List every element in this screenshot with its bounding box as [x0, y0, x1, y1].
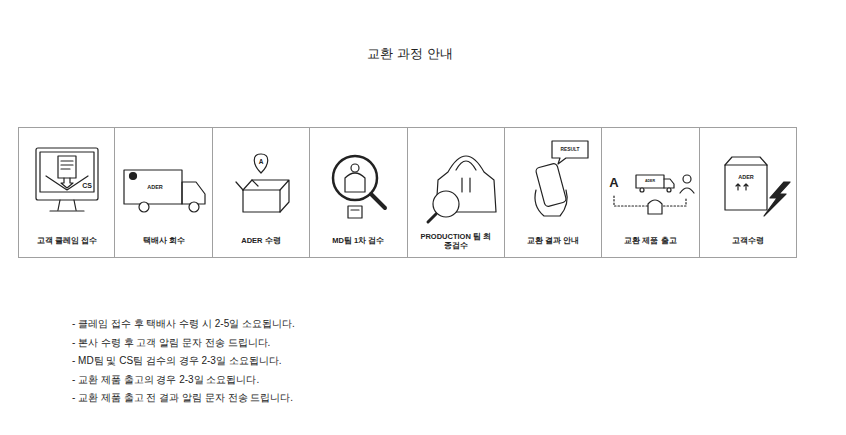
- note-line: - 교환 제품 출고의 경우 2-3일 소요됩니다.: [72, 374, 259, 386]
- note-line: - MD팀 및 CS팀 검수의 경우 2-3일 소요됩니다.: [72, 355, 281, 367]
- note-line: - 교환 제품 출고 전 결과 알림 문자 전송 드립니다.: [72, 392, 293, 404]
- icon-stroke: [371, 194, 385, 208]
- truck-icon: [124, 170, 205, 212]
- icon-stroke: [182, 182, 205, 204]
- step-label: 교환 제품 출고: [604, 236, 696, 245]
- step-label: MD팀 1차 검수: [312, 236, 404, 245]
- process-step-box: 고객 클레임 접수: [18, 127, 115, 258]
- icon-label: RESULT: [561, 147, 580, 153]
- icon-stroke: [36, 148, 98, 200]
- icon-stroke: [40, 152, 94, 192]
- process-step-box: MD팀 1차 검수: [310, 127, 407, 258]
- icon-stroke: [664, 179, 674, 188]
- icon-stroke: [680, 188, 694, 193]
- hoodie-icon: [428, 156, 496, 222]
- icon-stroke: [683, 175, 691, 183]
- step-label: 택배사 회수: [118, 236, 210, 245]
- note-line: - 클레임 접수 후 택배사 수령 시 2-5일 소요됩니다.: [72, 318, 295, 330]
- icon-stroke: [61, 161, 73, 169]
- icon-stroke: [254, 154, 268, 173]
- icon-stroke: [124, 170, 182, 204]
- step-label: 교환 결과 안내: [507, 236, 599, 245]
- icon-label: CS: [82, 182, 92, 190]
- icon-stroke: [58, 156, 76, 178]
- icon-stroke: [462, 178, 470, 192]
- icon-label: ADER: [738, 174, 754, 181]
- icon-stroke: [725, 157, 767, 165]
- process-step-box: 택배사 회수: [115, 127, 212, 258]
- icon-stroke: [640, 188, 644, 192]
- process-step-box: 교환 결과 안내: [505, 127, 602, 258]
- icon-stroke: [725, 165, 767, 210]
- icon-stroke: [50, 200, 84, 211]
- delivered-box-icon: [725, 157, 790, 216]
- monitor-icon: [36, 148, 98, 211]
- shipping-icon: [614, 175, 694, 214]
- icon-stroke: [351, 164, 359, 172]
- icon-stroke: [736, 184, 748, 190]
- icon-stroke: [552, 141, 588, 164]
- icon-stroke: [345, 173, 365, 192]
- icon-label: ADER: [645, 179, 655, 183]
- icon-stroke: [428, 214, 436, 222]
- icon-stroke: [130, 173, 137, 180]
- note-line: - 본사 수령 후 고객 알림 문자 전송 드립니다.: [72, 337, 270, 349]
- icon-stroke: [243, 180, 289, 212]
- icon-stroke: [535, 163, 567, 207]
- icon-label: A: [609, 175, 618, 191]
- icon-stroke: [348, 206, 362, 218]
- magnifier-icon: [333, 156, 385, 218]
- step-label: 고객수령: [702, 236, 794, 245]
- icon-stroke: [636, 175, 664, 188]
- phone-icon: [535, 141, 588, 216]
- process-step-box: ADER 수령: [213, 127, 310, 258]
- icon-label: A: [259, 158, 264, 166]
- icon-stroke: [189, 202, 199, 212]
- icon-stroke: [667, 188, 671, 192]
- icon-stroke: [61, 178, 73, 188]
- icon-stroke: [236, 180, 258, 190]
- icon-label: ADER: [147, 184, 163, 191]
- icon-stroke: [648, 200, 662, 214]
- process-step-box: 교환 제품 출고: [602, 127, 699, 258]
- step-label: ADER 수령: [215, 236, 307, 245]
- process-step-box: PRODUCTION 팀 최종검수: [408, 127, 505, 258]
- icon-stroke: [535, 190, 567, 216]
- step-label: PRODUCTION 팀 최종검수: [420, 232, 492, 251]
- box-icon: [236, 154, 289, 212]
- process-step-box: 고객수령: [700, 127, 797, 258]
- icon-stroke: [139, 202, 149, 212]
- diagram-title: 교환 과정 안내: [367, 46, 452, 62]
- icon-stroke: [243, 190, 280, 212]
- icon-stroke: [456, 161, 476, 170]
- step-label: 고객 클레임 접수: [21, 236, 113, 245]
- icon-stroke: [764, 182, 790, 216]
